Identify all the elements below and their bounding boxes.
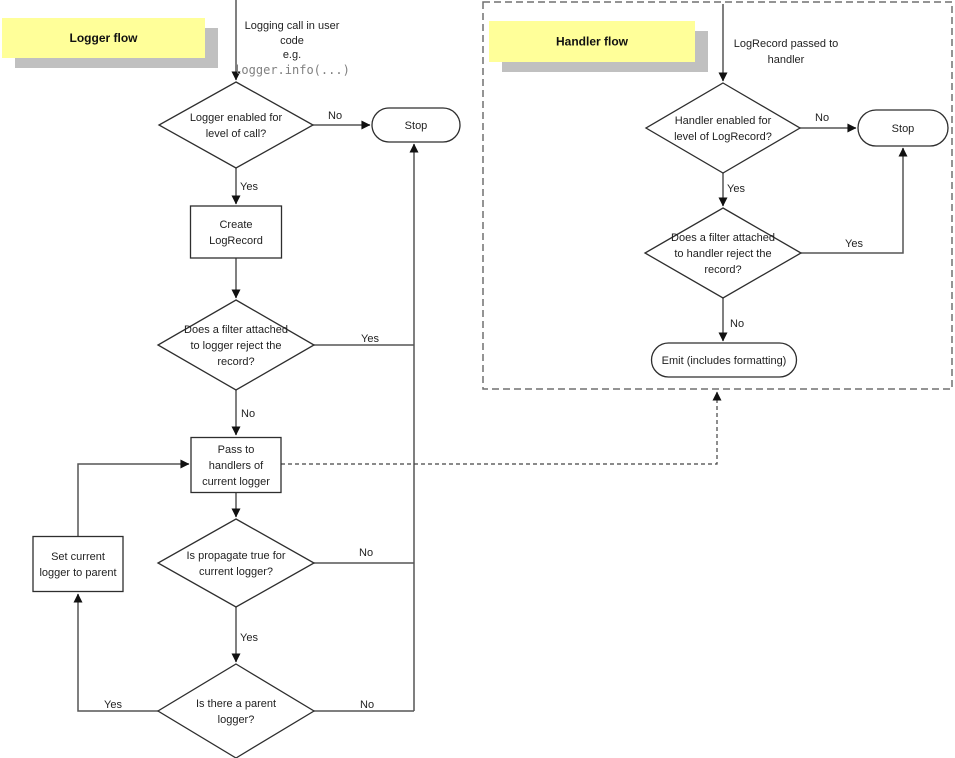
label-propagate-no: No — [359, 547, 373, 559]
set-logger-to-parent-shape — [32, 535, 124, 593]
edge-pass-to-handler-flow — [281, 391, 722, 465]
handler-entry-line-2: handler — [768, 54, 805, 66]
logger-entry-line-1: Logging call in user — [245, 20, 340, 32]
label-hfilter-yes: Yes — [845, 238, 863, 250]
label-hfilter-no: No — [730, 318, 744, 330]
edge-parent-yes-loop — [73, 593, 158, 712]
handler-enabled-decision-shape — [644, 82, 802, 174]
label-propagate-yes: Yes — [240, 632, 258, 644]
edge-hfilter-yes — [801, 147, 908, 254]
logger-stop: Stop — [371, 107, 461, 143]
label-henabled-no: No — [815, 112, 829, 124]
handler-stop-label: Stop — [892, 123, 915, 135]
handler-flow-panel — [482, 1, 953, 390]
label-parent-yes: Yes — [104, 699, 122, 711]
label-filter-no: No — [241, 408, 255, 420]
handler-flow-note-title: Handler flow — [556, 35, 629, 49]
logger-entry-line-2: code — [280, 35, 304, 47]
label-henabled-yes: Yes — [727, 183, 745, 195]
logger-entry-line-3: e.g. — [283, 49, 301, 61]
logger-entry-code: logger.info(...) — [234, 63, 350, 77]
label-enabled-no: No — [328, 110, 342, 122]
logger-flow-note — [2, 18, 205, 58]
create-logrecord-shape — [189, 205, 283, 259]
edge-setparent-to-pass — [77, 459, 190, 537]
handler-entry-line-1: LogRecord passed to — [734, 38, 839, 50]
pass-to-handlers-shape — [190, 436, 282, 494]
label-filter-yes: Yes — [361, 333, 379, 345]
logger-enabled-decision-shape — [157, 81, 315, 169]
label-enabled-yes: Yes — [240, 181, 258, 193]
handler-stop: Stop — [857, 109, 949, 147]
logger-filter-decision-shape — [156, 299, 316, 391]
parent-logger-decision-shape — [156, 663, 316, 758]
emit-shape — [650, 342, 798, 378]
propagate-decision-shape — [156, 518, 316, 608]
logger-flow-note-title: Logger flow — [70, 31, 139, 45]
handler-flow-note — [489, 21, 695, 62]
logger-stop-label: Stop — [405, 120, 428, 132]
logger-stop-shape — [371, 107, 461, 143]
handler-filter-decision-shape — [643, 207, 803, 299]
emit-label: Emit (includes formatting) — [662, 355, 787, 367]
label-parent-no: No — [360, 699, 374, 711]
handler-stop-shape — [857, 109, 949, 147]
emit: Emit (includes formatting) — [650, 342, 798, 378]
